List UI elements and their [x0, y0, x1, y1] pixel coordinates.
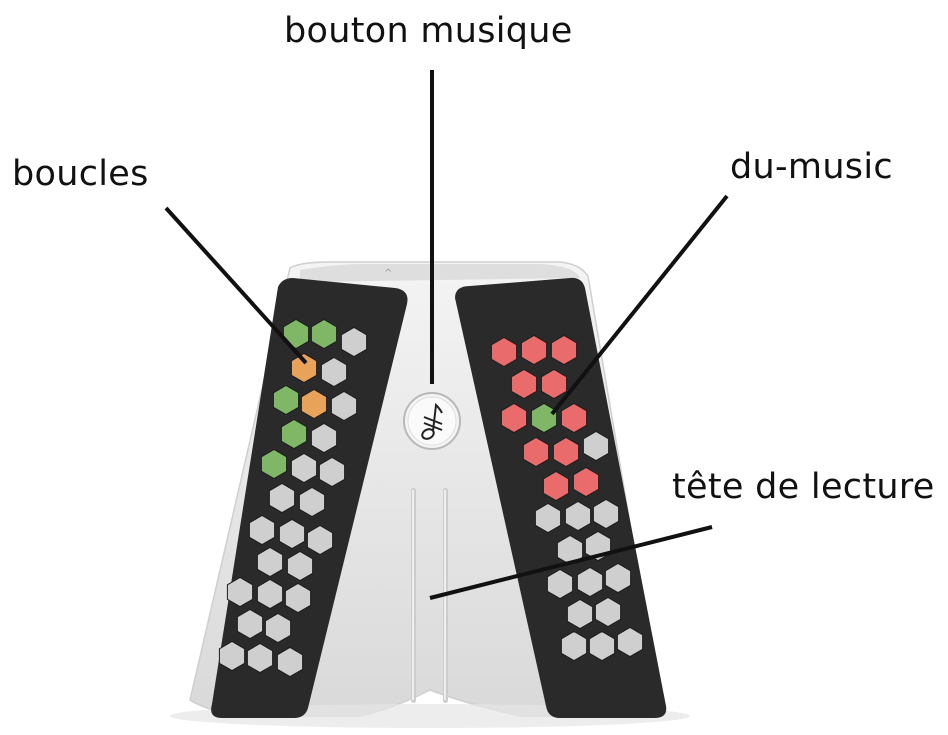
- pad-active-red[interactable]: [560, 402, 588, 434]
- pad-active-orange[interactable]: [290, 352, 318, 384]
- pad-inactive[interactable]: [616, 626, 644, 658]
- pad-active-green[interactable]: [530, 402, 558, 434]
- pad-inactive[interactable]: [248, 514, 276, 546]
- pad-inactive[interactable]: [566, 598, 594, 630]
- pad-inactive[interactable]: [256, 546, 284, 578]
- label-du-music: du-music: [730, 147, 893, 187]
- pad-active-red[interactable]: [552, 436, 580, 468]
- pad-inactive[interactable]: [276, 646, 304, 678]
- pad-inactive[interactable]: [330, 390, 358, 422]
- pad-active-green[interactable]: [280, 418, 308, 450]
- pad-inactive[interactable]: [588, 630, 616, 662]
- music-note-slash-icon: [421, 402, 443, 440]
- pad-active-red[interactable]: [500, 402, 528, 434]
- du-music-leader: [550, 194, 729, 416]
- music-button[interactable]: [403, 392, 461, 450]
- pad-inactive[interactable]: [226, 576, 254, 608]
- pad-inactive[interactable]: [286, 550, 314, 582]
- pad-inactive[interactable]: [298, 486, 326, 518]
- pad-active-red[interactable]: [550, 334, 578, 366]
- label-boucles: boucles: [12, 154, 149, 194]
- pad-inactive[interactable]: [604, 562, 632, 594]
- read-head-leader: [429, 525, 713, 600]
- pad-inactive[interactable]: [246, 642, 274, 674]
- pad-inactive[interactable]: [318, 456, 346, 488]
- pad-active-red[interactable]: [520, 334, 548, 366]
- pad-inactive[interactable]: [290, 452, 318, 484]
- pad-active-red[interactable]: [540, 368, 568, 400]
- loops-leader: [164, 206, 308, 365]
- pad-inactive[interactable]: [340, 326, 368, 358]
- pad-active-red[interactable]: [572, 466, 600, 498]
- pad-inactive[interactable]: [582, 430, 610, 462]
- pad-inactive[interactable]: [592, 498, 620, 530]
- pad-inactive[interactable]: [236, 608, 264, 640]
- right-pad-grid[interactable]: [490, 334, 644, 662]
- pad-active-orange[interactable]: [300, 388, 328, 420]
- pad-active-red[interactable]: [542, 470, 570, 502]
- pad-inactive[interactable]: [320, 356, 348, 388]
- pad-active-green[interactable]: [272, 384, 300, 416]
- pad-inactive[interactable]: [284, 582, 312, 614]
- svg-text:^: ^: [384, 268, 392, 279]
- pad-active-green[interactable]: [260, 448, 288, 480]
- pad-active-red[interactable]: [522, 436, 550, 468]
- pad-inactive[interactable]: [534, 502, 562, 534]
- pad-inactive[interactable]: [576, 566, 604, 598]
- pad-active-red[interactable]: [510, 368, 538, 400]
- pad-inactive[interactable]: [564, 500, 592, 532]
- pad-inactive[interactable]: [560, 630, 588, 662]
- pad-inactive[interactable]: [556, 534, 584, 566]
- pad-inactive[interactable]: [218, 640, 246, 672]
- pad-inactive[interactable]: [278, 518, 306, 550]
- pad-inactive[interactable]: [256, 578, 284, 610]
- pad-inactive[interactable]: [268, 482, 296, 514]
- pad-inactive[interactable]: [594, 596, 622, 628]
- pad-inactive[interactable]: [546, 568, 574, 600]
- left-pad-grid[interactable]: [218, 318, 368, 678]
- pad-active-green[interactable]: [310, 318, 338, 350]
- pad-inactive[interactable]: [310, 422, 338, 454]
- pad-inactive[interactable]: [306, 524, 334, 556]
- label-bouton-musique: bouton musique: [284, 11, 573, 51]
- label-tete-de-lecture: tête de lecture: [672, 467, 935, 507]
- pad-inactive[interactable]: [264, 612, 292, 644]
- pad-active-green[interactable]: [282, 318, 310, 350]
- pad-active-red[interactable]: [490, 336, 518, 368]
